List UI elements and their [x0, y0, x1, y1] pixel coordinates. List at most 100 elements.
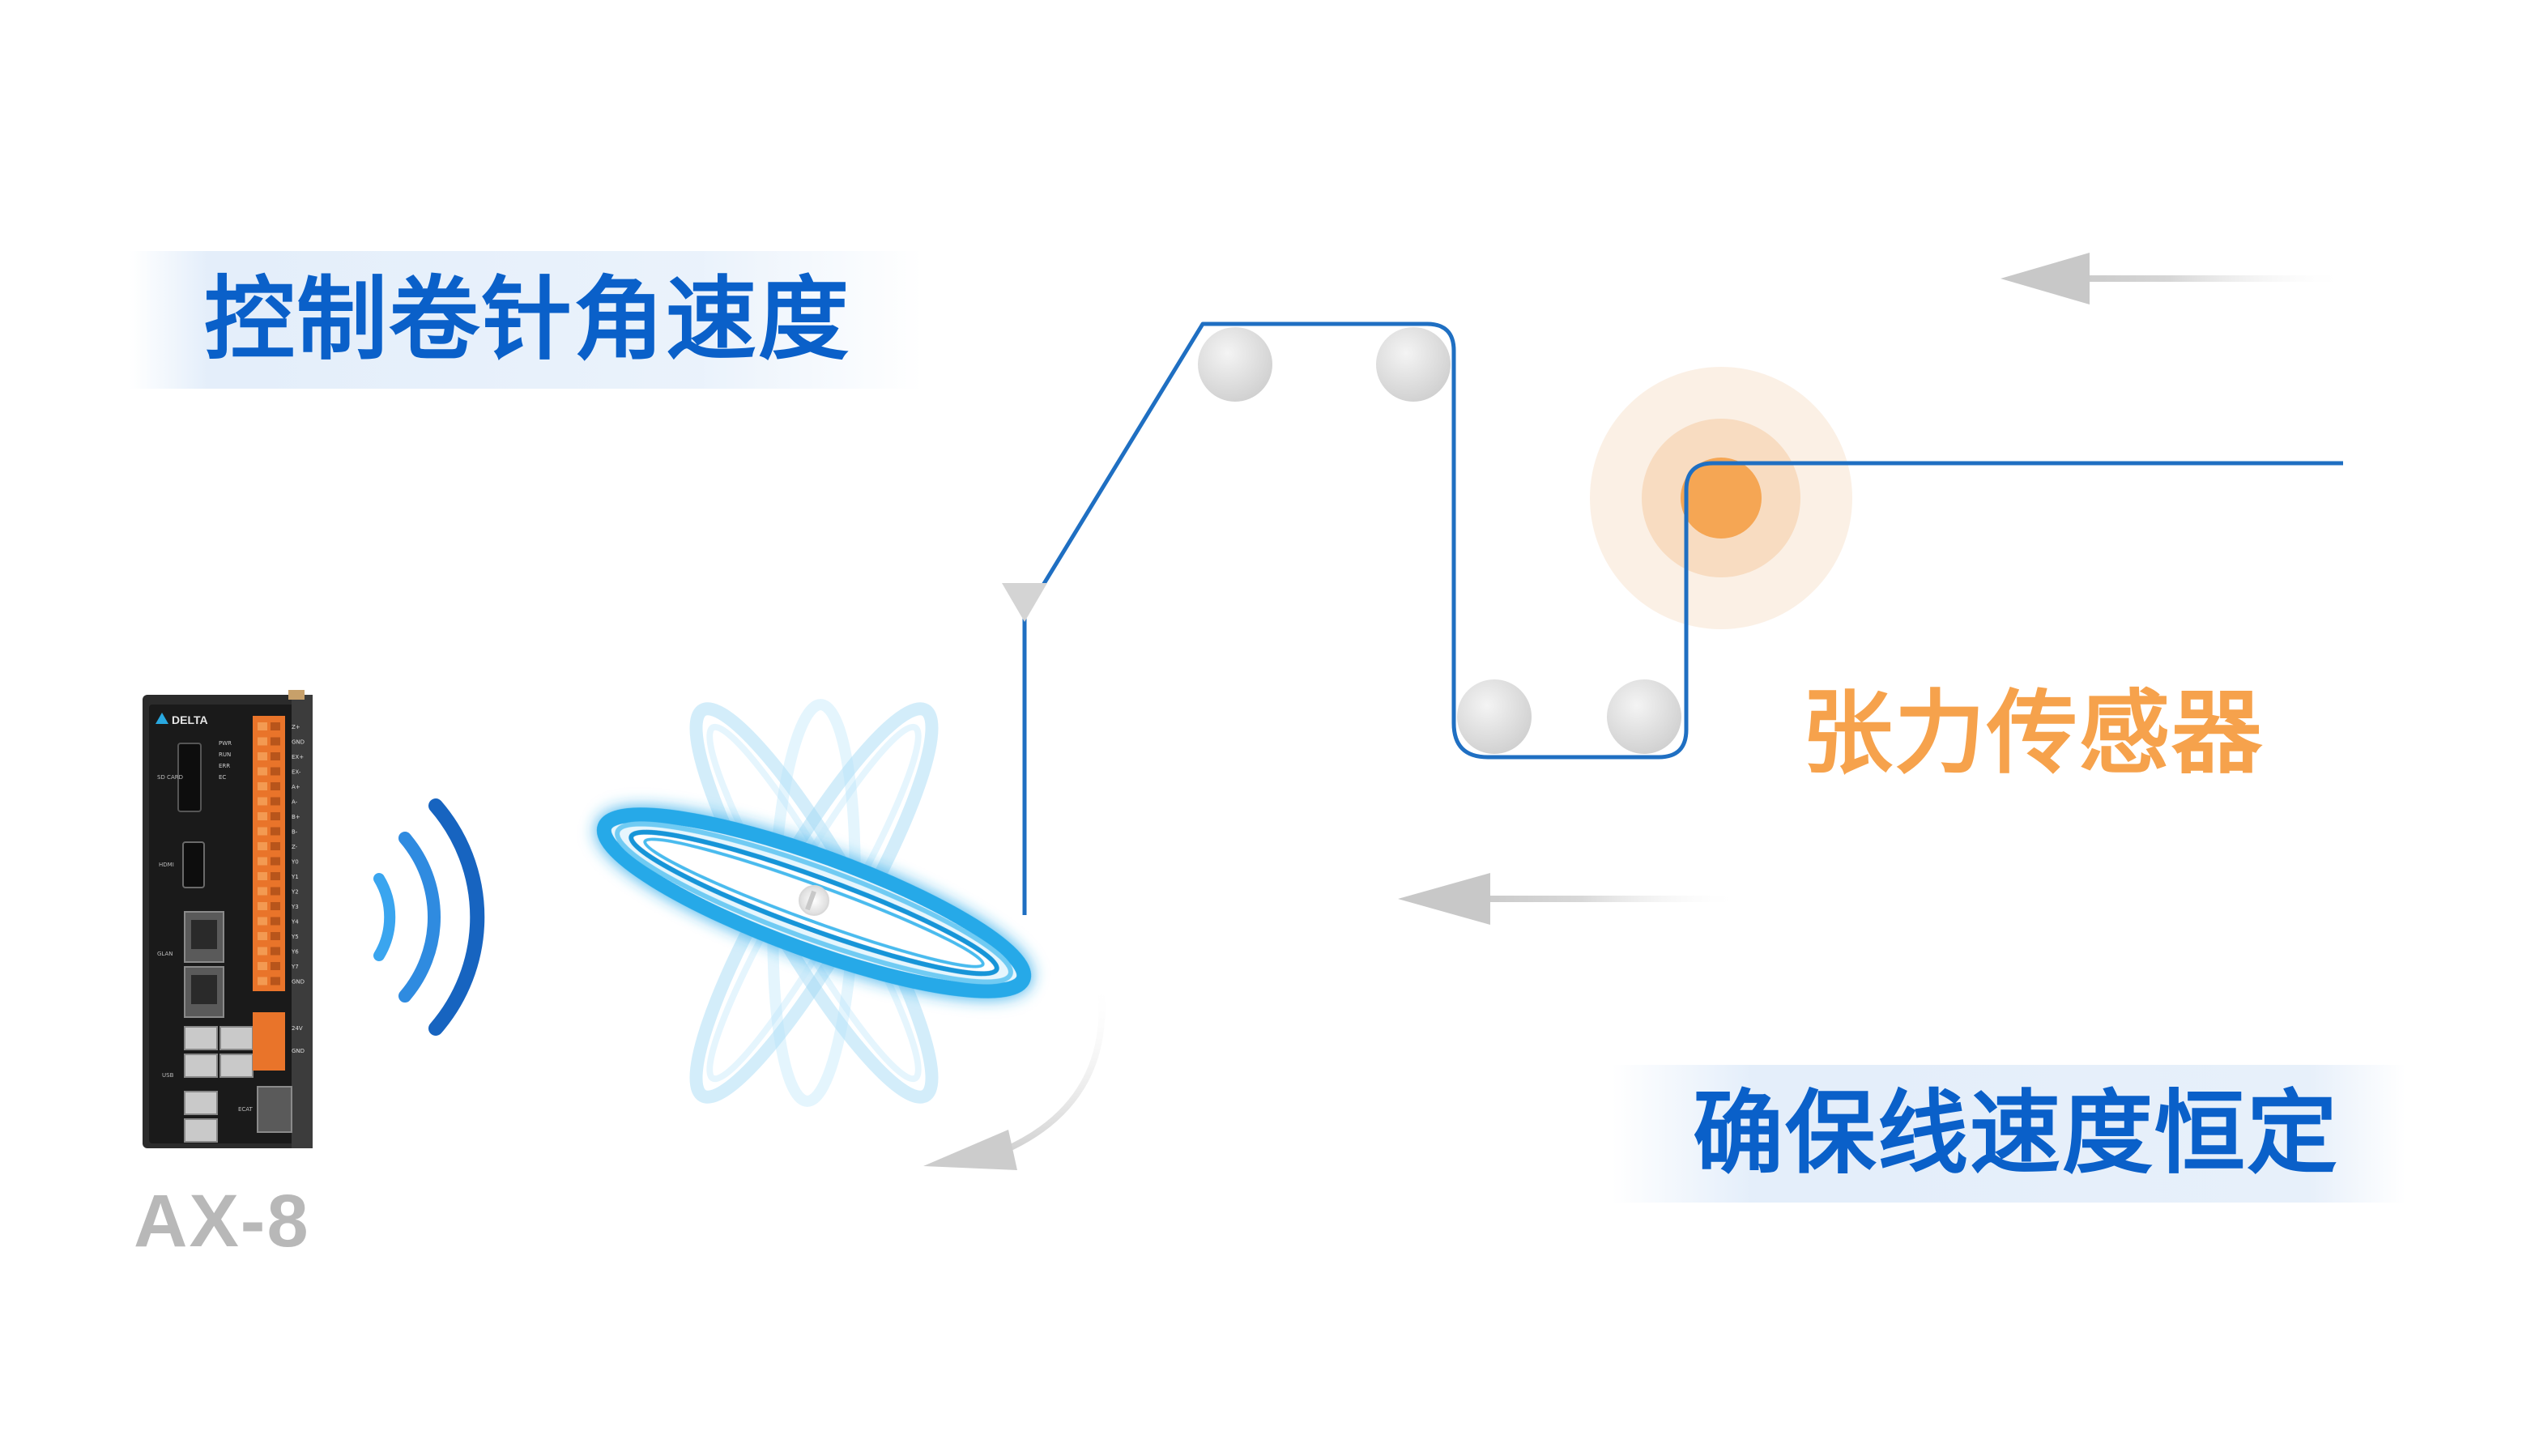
ecat-label: ECAT: [238, 1106, 254, 1113]
terminal-pin: [258, 797, 267, 806]
terminal-label: Y0: [291, 859, 299, 866]
terminal-block: [253, 716, 285, 991]
terminal-pin: [271, 977, 280, 986]
hdmi-port: [182, 841, 205, 888]
angular-speed-label: 控制卷针角速度: [204, 267, 850, 373]
usb-port: [219, 1054, 254, 1078]
winding-mandrel: [596, 699, 1032, 1107]
status-led-label: RUN: [219, 751, 231, 758]
terminal-pin: [258, 857, 267, 866]
terminal-pin: [258, 962, 267, 970]
terminal-pin: [271, 737, 280, 746]
flow-arrow-icon: [2001, 253, 2349, 304]
guide-roller: [1607, 679, 1681, 754]
terminal-pin: [258, 767, 267, 776]
sd-card-label: SD CARD: [157, 774, 183, 781]
terminal-pin: [258, 887, 267, 896]
guide-pointer: [1002, 583, 1047, 622]
usb-port: [219, 1026, 254, 1050]
hdmi-label: HDMI: [159, 862, 174, 868]
terminal-pin: [271, 947, 280, 956]
svg-text:DELTA: DELTA: [172, 713, 208, 726]
terminal-label: EX+: [292, 754, 304, 760]
guide-roller: [1376, 327, 1451, 402]
terminal-pin: [258, 902, 267, 910]
terminal-label: Y2: [291, 889, 299, 896]
terminal-pin: [271, 902, 280, 910]
terminal-label: Y7: [291, 964, 299, 970]
terminal-pin: [258, 722, 267, 730]
ax8-controller: DELTA SD CARD HDMI GLAN USB ECAT PWR RUN…: [143, 690, 313, 1148]
angular-speed-banner: 控制卷针角速度: [130, 251, 923, 389]
terminal-pin: [271, 797, 280, 806]
terminal-label: GND: [292, 979, 305, 986]
power-label: GND: [292, 1048, 305, 1054]
glan-label: GLAN: [157, 951, 173, 957]
terminal-label: A-: [292, 799, 298, 806]
terminal-pin: [271, 782, 280, 790]
terminal-pin: [271, 872, 280, 880]
terminal-pin: [258, 842, 267, 850]
terminal-label: Z-: [292, 844, 298, 850]
flow-arrow-icon: [1398, 873, 1741, 925]
terminal-pin: [258, 827, 267, 836]
ecat-port: [257, 1086, 292, 1133]
usb-port: [184, 1026, 218, 1050]
terminal-pin: [271, 812, 280, 820]
terminal-pin: [271, 962, 280, 970]
delta-logo: DELTA: [156, 713, 208, 726]
terminal-pin: [271, 857, 280, 866]
controller-model-label: AX-8: [134, 1180, 310, 1262]
sd-card-slot: [177, 743, 202, 812]
terminal-pin: [271, 767, 280, 776]
terminal-pin: [258, 812, 267, 820]
terminal-label: Y1: [291, 874, 299, 880]
wireless-signal-icon: [373, 798, 485, 1036]
power-terminal: [253, 1012, 285, 1071]
terminal-pin: [258, 917, 267, 926]
terminal-pin: [258, 932, 267, 940]
terminal-label: Z+: [292, 724, 300, 730]
terminal-label: B+: [292, 814, 300, 820]
terminal-pin: [271, 722, 280, 730]
status-led-label: EC: [219, 774, 226, 781]
terminal-label: A+: [292, 784, 300, 790]
power-label: 24V: [292, 1025, 303, 1032]
line-speed-label: 确保线速度恒定: [1693, 1081, 2339, 1186]
terminal-pin: [258, 782, 267, 790]
material-path: [1022, 321, 2343, 760]
usb-port: [184, 1118, 218, 1143]
terminal-label: Y4: [291, 919, 299, 926]
status-led-label: ERR: [219, 763, 230, 769]
terminal-label: Y3: [291, 904, 299, 910]
terminal-pin: [258, 872, 267, 880]
terminal-pin: [258, 752, 267, 760]
terminal-pin: [258, 977, 267, 986]
usb-port: [184, 1054, 218, 1078]
usb-port: [184, 1091, 218, 1115]
terminal-pin: [271, 842, 280, 850]
terminal-pin: [258, 737, 267, 746]
terminal-pin: [271, 827, 280, 836]
usb-label: USB: [162, 1072, 174, 1079]
terminal-label: EX-: [292, 769, 301, 776]
terminal-pin: [271, 932, 280, 940]
guide-roller: [1198, 327, 1272, 402]
terminal-pin: [271, 917, 280, 926]
terminal-label: GND: [292, 739, 305, 746]
terminal-label: Y6: [291, 949, 299, 956]
terminal-pin: [271, 887, 280, 896]
terminal-pin: [271, 752, 280, 760]
tension-sensor-label: 张力传感器: [1802, 681, 2264, 786]
status-led-label: PWR: [219, 740, 232, 747]
terminal-label: B-: [292, 829, 298, 836]
terminal-pin: [258, 947, 267, 956]
terminal-label: Y5: [291, 934, 299, 940]
rotation-arrow-icon: [923, 979, 1106, 1170]
guide-roller: [1457, 679, 1532, 754]
line-speed-banner: 确保线速度恒定: [1612, 1065, 2405, 1203]
terminal-pins: [258, 722, 280, 986]
tension-sensor: [1590, 367, 1852, 629]
